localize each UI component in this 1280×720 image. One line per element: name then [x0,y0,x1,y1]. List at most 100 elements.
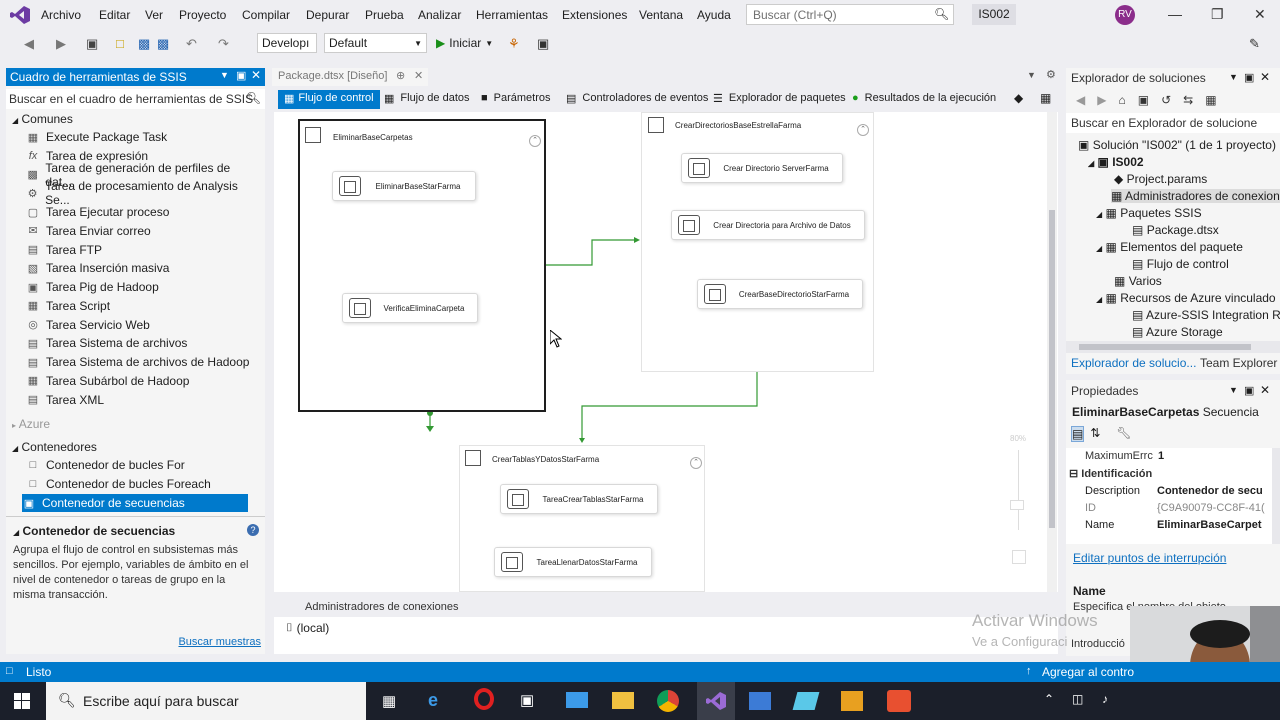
screen-icon[interactable]: ▣ [537,36,550,51]
menu-ver[interactable]: Ver [145,8,164,22]
vertical-scrollbar[interactable] [1272,448,1280,544]
toolbox-item-foreach-loop[interactable]: □Contenedor de bucles Foreach [26,475,251,493]
close-icon[interactable]: ✕ [414,70,424,82]
toolbox-item-for-loop[interactable]: □Contenedor de bucles For [26,456,251,474]
solution-tree-item[interactable]: ▤ Package.dtsx [1132,223,1280,237]
new-project-icon[interactable]: ▣ [86,36,99,51]
task-llenar-datos[interactable]: TareaLlenarDatosStarFarma [494,547,652,577]
solution-tree-item[interactable]: ▦ Varios [1114,274,1280,288]
tab-package-design[interactable]: Package.dtsx [Diseño] ⊕ ✕ [272,68,428,86]
task-crear-base-directorio[interactable]: CrearBaseDirectorioStarFarma [697,279,863,309]
menu-editar[interactable]: Editar [99,8,131,22]
tray-chevron-icon[interactable]: ⌃ [1044,692,1055,706]
expand-icon[interactable]: ◢ [1096,244,1103,253]
collapse-all-icon[interactable]: ▦ [1205,93,1217,107]
task-view-icon[interactable]: ▦ [382,693,397,710]
property-value[interactable]: 1 [1158,450,1165,462]
windows-start-icon[interactable] [14,693,30,709]
solution-tree-item[interactable]: ▦ Administradores de conexion [1111,189,1280,203]
section-identificacion[interactable]: ⊟ Identificación [1069,468,1153,480]
zoom-fit-icon[interactable] [1012,550,1026,564]
categorized-icon[interactable]: ▤ [1071,426,1085,442]
category-azure[interactable]: ▸ Azure [12,417,50,431]
collapse-icon[interactable]: ⌃ [529,135,541,147]
save-icon[interactable]: ▩ [138,36,151,51]
minimize-icon[interactable]: — [1168,6,1182,22]
design-canvas[interactable]: EliminarBaseCarpetas ⌃ EliminarBaseStarF… [274,112,1058,592]
solution-tree-item[interactable]: ◆ Project.params [1114,172,1280,186]
toolbox-item-xml-task[interactable]: ▤Tarea XML [26,391,251,409]
connection-item[interactable]: ⌷ (local) [286,621,329,635]
pin-icon[interactable]: ⊕ [396,70,406,82]
solution-tree-item[interactable]: ▤ Azure-SSIS Integration Ru [1132,308,1280,322]
solution-tree-item[interactable]: ◢ ▦ Paquetes SSIS [1096,206,1280,220]
sequence-container-eliminar[interactable]: EliminarBaseCarpetas ⌃ EliminarBaseStarF… [298,119,546,412]
sequence-container-tablas[interactable]: CrearTablasYDatosStarFarma ⌃ TareaCrearT… [459,445,705,592]
toolbox-item-execute-package-task[interactable]: ▦Execute Package Task [26,128,251,146]
sequence-container-directorios[interactable]: CrearDirectoriosBaseEstrellaFarma ⌃ Crea… [641,112,874,372]
toolbox-item-file-system-task[interactable]: ▤Tarea Sistema de archivos [26,334,251,352]
back-icon[interactable]: ◀ [1076,93,1086,107]
scrollbar-thumb[interactable] [1079,344,1251,350]
solution-tree-item[interactable]: ◢ ▣ IS002 [1088,155,1280,169]
task-crear-directoria-datos[interactable]: Crear Directoria para Archivo de Datos [671,210,865,240]
solution-tree-item[interactable]: ◢ ▦ Recursos de Azure vinculado [1096,291,1280,305]
toolbox-item-hadoop-pig-task[interactable]: ▣Tarea Pig de Hadoop [26,278,251,296]
file-explorer-icon[interactable] [612,692,634,709]
save-all-icon[interactable]: ▩ [157,36,170,51]
connector-line[interactable] [546,239,634,266]
pin-icon[interactable]: ▣ [1244,72,1255,84]
edit-breakpoints-link[interactable]: Editar puntos de interrupción [1073,551,1227,565]
toolbox-item-hadoop-hive-task[interactable]: ▦Tarea Subárbol de Hadoop [26,372,251,390]
volume-icon[interactable]: ♪ [1102,692,1108,706]
home-icon[interactable]: ⌂ [1118,93,1126,107]
toolbox-search-input[interactable]: Buscar en el cuadro de herramientas de S… [6,89,265,109]
app-icon[interactable] [792,692,820,710]
property-value[interactable]: EliminarBaseCarpet [1157,519,1262,531]
taskbar-search[interactable]: 🔍︎ Escribe aquí para buscar [46,682,366,720]
toolbox-icon[interactable]: ▦ [1040,91,1052,105]
app-icon[interactable] [887,690,911,712]
alphabetical-icon[interactable]: ⇅ [1090,426,1101,440]
maximize-icon[interactable]: ❐ [1211,6,1224,22]
photos-icon[interactable] [749,692,771,710]
visual-studio-taskbar-button[interactable] [697,682,735,720]
edge-icon[interactable]: e [428,690,439,710]
store-icon[interactable]: ▣ [520,692,535,709]
history-icon[interactable]: ↺ [1161,93,1172,107]
toolbox-item-bulk-insert-task[interactable]: ▧Tarea Inserción masiva [26,259,251,277]
menu-ventana[interactable]: Ventana [639,8,684,22]
start-button[interactable]: ▶ Iniciar ▼ [436,36,493,50]
tab-control-flow[interactable]: ▦Flujo de control [278,90,380,109]
toolbox-item-data-profiling-task[interactable]: ▩Tarea de generación de perfiles de dat.… [26,161,251,189]
menu-proyecto[interactable]: Proyecto [179,8,227,22]
dropdown-icon[interactable]: ▼ [1027,70,1036,80]
mail-icon[interactable] [566,692,588,708]
connection-managers-tab[interactable]: Administradores de conexiones [274,597,1058,617]
expand-icon[interactable]: ◢ [1088,159,1095,168]
toolbox-item-web-service-task[interactable]: ◎Tarea Servicio Web [26,316,251,334]
solution-tree-item[interactable]: ▤ Flujo de control [1132,257,1280,271]
tab-team-explorer[interactable]: Team Explorer [1200,356,1278,370]
back-icon[interactable]: ◀ [24,36,34,51]
intro-tab[interactable]: Introducció [1071,638,1125,650]
upload-icon[interactable]: ↑ [1026,665,1032,677]
solution-search-input[interactable]: Buscar en Explorador de solucione [1066,113,1280,133]
task-crear-directorio-server[interactable]: Crear Directorio ServerFarma [681,153,843,183]
feedback-icon[interactable]: ✎ [1249,36,1260,51]
tab-execution-results[interactable]: ●Resultados de la ejecución [852,92,996,104]
tab-data-flow[interactable]: ▦Flujo de datos [384,92,470,105]
dropdown-icon[interactable]: ▼ [1229,385,1238,395]
toolbox-item-send-mail-task[interactable]: ✉Tarea Enviar correo [26,222,251,240]
close-icon[interactable]: ✕ [1254,6,1266,22]
toolbox-item-execute-process-task[interactable]: ▢Tarea Ejecutar proceso [26,203,251,221]
scrollbar-thumb[interactable] [1049,210,1055,528]
open-folder-icon[interactable]: □ [116,36,124,51]
visual-studio-logo-icon[interactable] [10,6,30,24]
dropdown-icon[interactable]: ▼ [1229,72,1238,82]
redo-icon[interactable]: ↷ [218,36,229,51]
toolbox-item-script-task[interactable]: ▦Tarea Script [26,297,251,315]
toolbox-item-ftp-task[interactable]: ▤Tarea FTP [26,241,251,259]
add-to-source-control[interactable]: Agregar al contro [1042,665,1135,679]
menu-archivo[interactable]: Archivo [41,8,82,22]
